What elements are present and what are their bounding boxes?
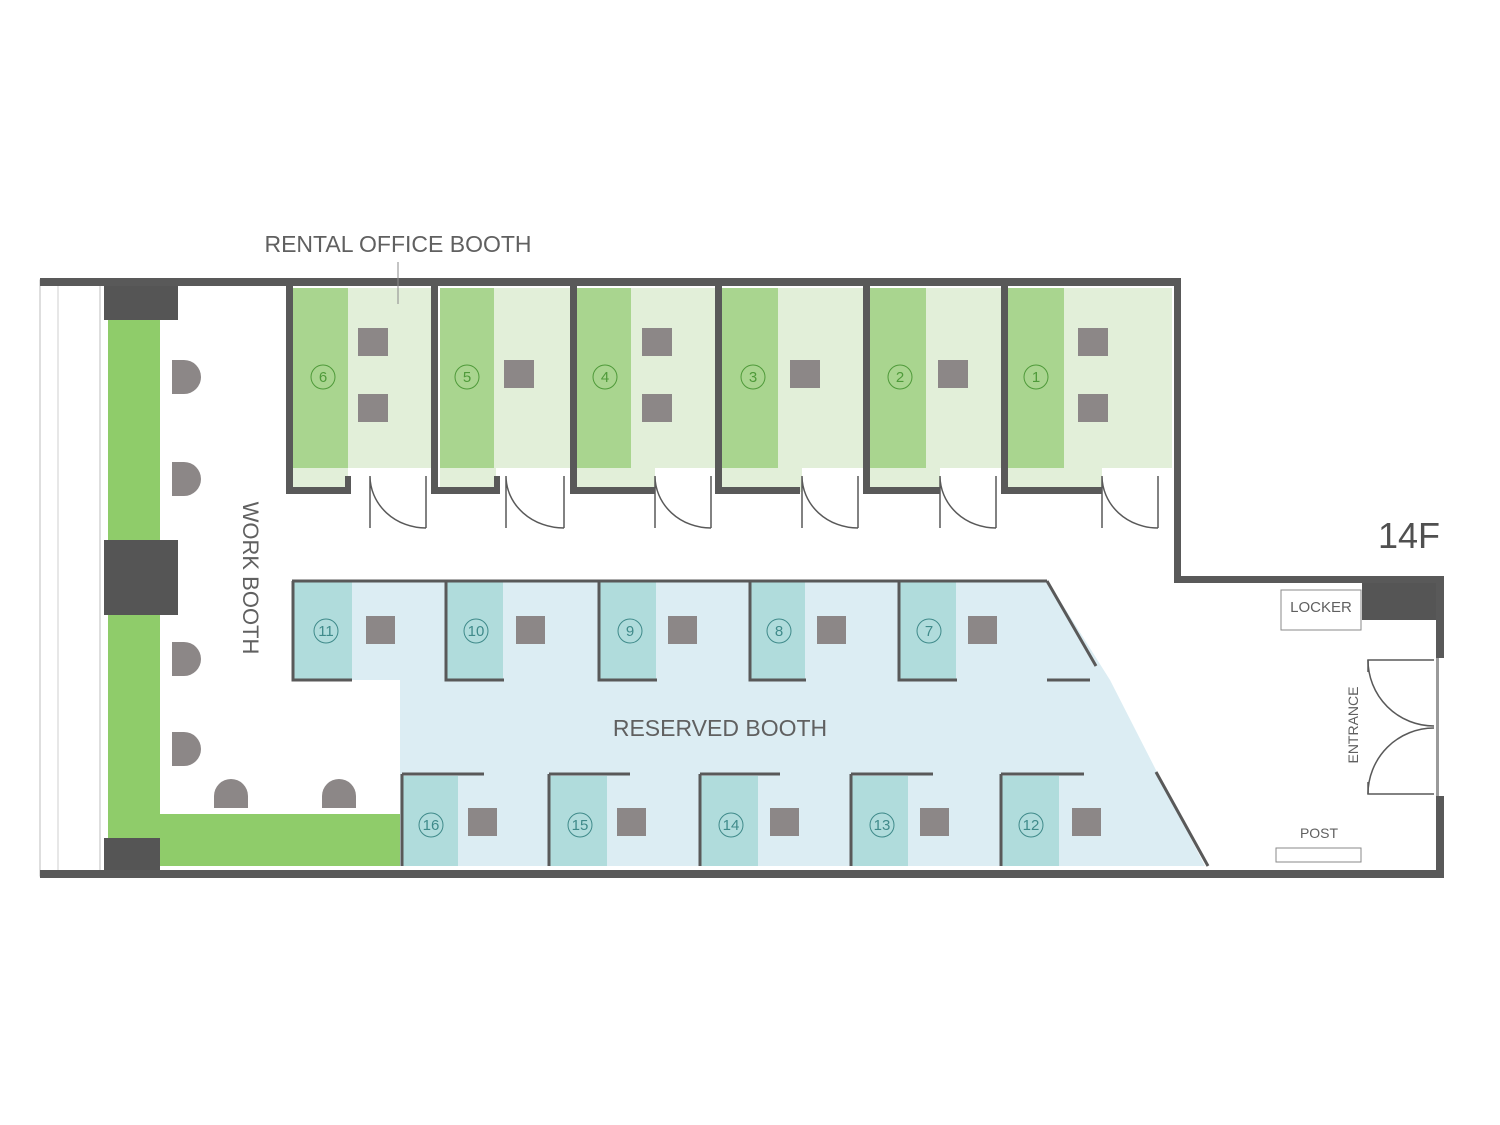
chair (172, 462, 201, 496)
booth-number: 12 (1023, 817, 1040, 834)
reserved-booth-9[interactable]: 9 (598, 580, 697, 680)
work-counter-bottom (160, 814, 400, 866)
rental-booth-4[interactable]: 4 (575, 288, 715, 468)
outer-walls (40, 278, 1444, 878)
work-counter-lower (108, 615, 160, 865)
reserved-booth-area (292, 580, 1205, 866)
rental-office-label: RENTAL OFFICE BOOTH (264, 231, 531, 257)
rental-doors (369, 475, 1159, 529)
booth-number: 7 (925, 623, 933, 640)
pillar (104, 540, 178, 615)
booth-number: 4 (601, 369, 609, 386)
door (505, 475, 565, 529)
entrance-label: ENTRANCE (1345, 686, 1361, 763)
reserved-walls (291, 579, 1210, 867)
booth-number: 13 (874, 817, 891, 834)
rental-walls (286, 286, 1102, 494)
chair (322, 779, 356, 808)
reserved-booth-10[interactable]: 10 (445, 580, 545, 680)
booth-number: 15 (572, 817, 589, 834)
reserved-booth-7[interactable]: 7 (898, 580, 997, 680)
rental-booth-1[interactable]: 1 (1006, 288, 1172, 468)
reserved-booth-12[interactable]: 12 (1001, 776, 1101, 866)
rental-booth-6[interactable]: 6 (292, 288, 432, 468)
booth-number: 3 (749, 369, 757, 386)
booth-number: 14 (723, 817, 740, 834)
reserved-booth-8[interactable]: 8 (749, 580, 846, 680)
chair (172, 642, 201, 676)
booth-number: 8 (775, 623, 783, 640)
reserved-booth-15[interactable]: 15 (549, 776, 646, 866)
booth-number: 9 (626, 623, 634, 640)
chair (172, 360, 201, 394)
floor-label: 14F (1378, 515, 1440, 556)
reserved-booth-14[interactable]: 14 (700, 776, 799, 866)
door (939, 475, 997, 529)
booth-number: 5 (463, 369, 471, 386)
chair (214, 779, 248, 808)
door (801, 475, 859, 529)
booth-number: 16 (423, 817, 440, 834)
reserved-booth-11[interactable]: 11 (292, 580, 395, 680)
work-booth-label: WORK BOOTH (238, 502, 263, 655)
entrance-door[interactable] (1367, 659, 1435, 795)
rental-booth-3[interactable]: 3 (720, 288, 863, 468)
post-label: POST (1300, 825, 1339, 841)
locker-label: LOCKER (1290, 599, 1352, 616)
window-strip (39, 279, 101, 877)
pillar (104, 838, 160, 872)
booth-number: 6 (319, 369, 327, 386)
reserved-booth-16[interactable]: 16 (402, 776, 497, 866)
chair (172, 732, 201, 766)
post-box: POST (1275, 825, 1362, 863)
booth-number: 10 (468, 623, 485, 640)
booth-number: 1 (1032, 369, 1040, 386)
locker: LOCKER (1280, 589, 1362, 631)
rental-booth-5[interactable]: 5 (440, 288, 570, 468)
booth-number: 2 (896, 369, 904, 386)
rental-booth-2[interactable]: 2 (868, 288, 1001, 468)
pillar (104, 286, 178, 320)
reserved-booth-label: RESERVED BOOTH (613, 715, 827, 741)
door (654, 475, 712, 529)
reserved-booth-13[interactable]: 13 (851, 776, 949, 866)
booth-number: 11 (318, 623, 334, 640)
door (369, 475, 427, 529)
work-counter-upper (108, 320, 160, 540)
door (1101, 475, 1159, 529)
pillar (1362, 578, 1440, 620)
